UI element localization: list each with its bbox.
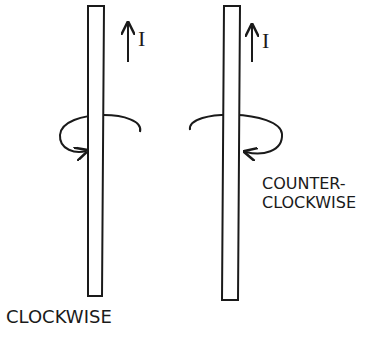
direction-label: CLOCKWISE [6,306,166,328]
wire-left [88,6,104,296]
current-arrow-left [127,24,129,62]
current-label: I [262,28,292,54]
current-arrow-right [251,26,253,62]
wire-right [222,6,240,300]
direction-label: COUNTER-CLOCKWISE [262,174,376,212]
current-label: I [138,26,168,52]
